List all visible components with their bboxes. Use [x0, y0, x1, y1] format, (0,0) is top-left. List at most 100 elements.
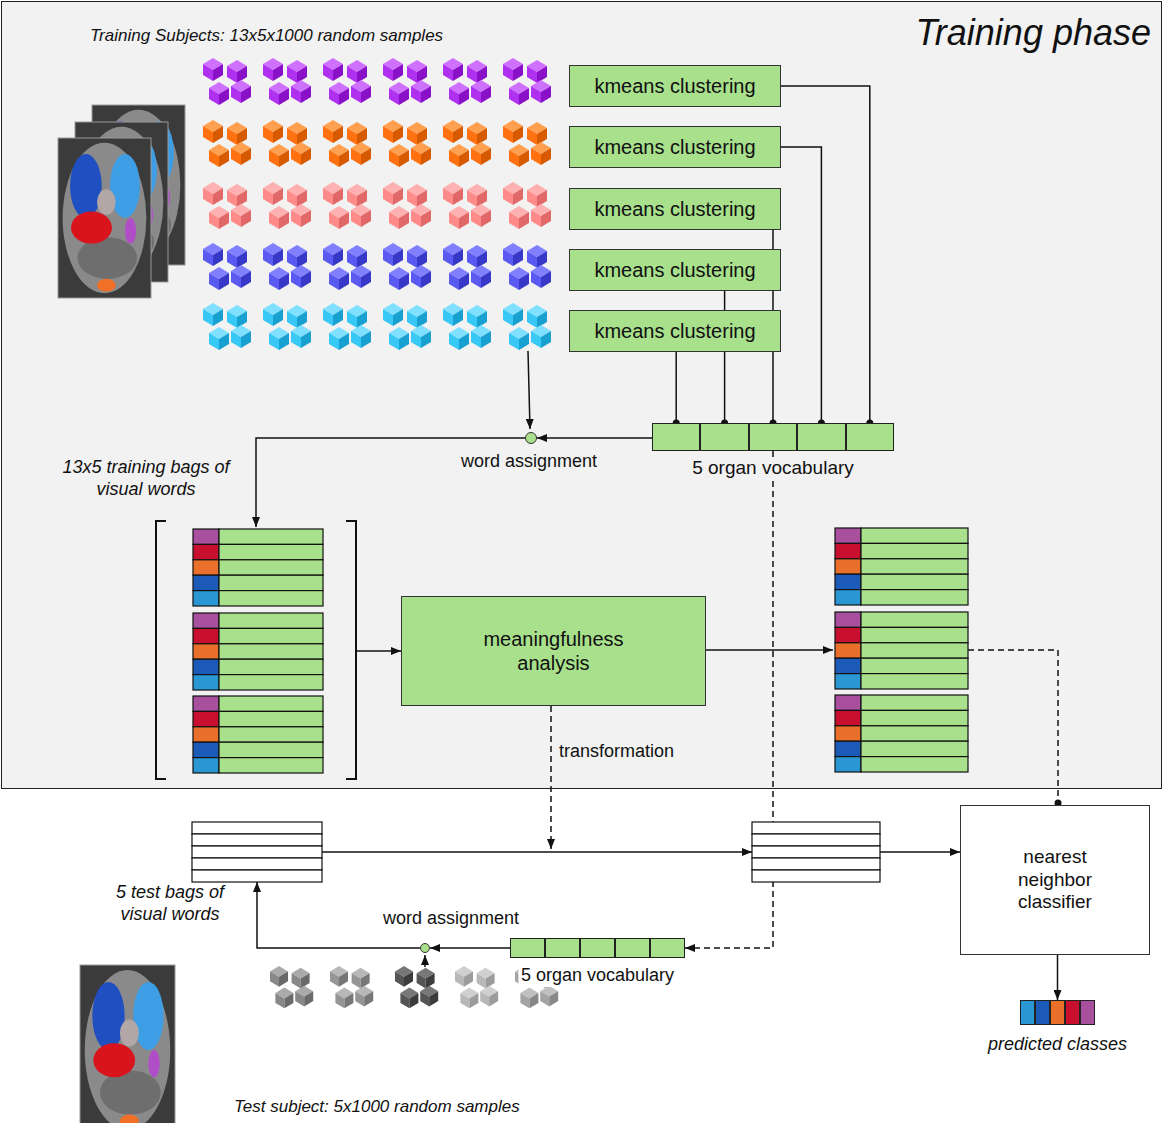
cube-face: [383, 188, 393, 205]
connector: [1057, 955, 1059, 1000]
vocabulary-cell: [1080, 1000, 1095, 1025]
sample-cube: [503, 182, 523, 205]
word-histogram-bar: [219, 591, 323, 606]
word-class-swatch: [193, 544, 219, 559]
cube-face: [213, 126, 223, 143]
cube-face: [291, 86, 301, 103]
sample-cube: [329, 144, 349, 167]
cube-face: [449, 212, 459, 229]
ct-spleen: [148, 1050, 159, 1077]
cube-face: [459, 273, 469, 290]
sample-arrow: [528, 351, 530, 429]
cube-face: [400, 993, 409, 1008]
cube-face: [503, 64, 513, 81]
cube-face: [393, 309, 403, 326]
sample-cube: [407, 60, 427, 83]
cube-face: [347, 251, 357, 268]
sample-cube: [231, 142, 251, 165]
cube-face: [449, 333, 459, 350]
cube-face: [330, 971, 339, 986]
sample-cube: [347, 60, 367, 83]
cube-face: [263, 188, 273, 205]
cube-face: [279, 971, 288, 986]
word-histogram-bar: [219, 529, 323, 544]
cube-face: [460, 993, 469, 1008]
cube-face: [549, 991, 558, 1006]
cube-face: [291, 210, 301, 227]
cube-face: [467, 66, 477, 83]
sample-cube: [449, 144, 469, 167]
cube-face: [344, 993, 353, 1008]
sample-cube: [411, 204, 431, 227]
cube-face: [219, 212, 229, 229]
cube-face: [531, 148, 541, 165]
cube-face: [237, 66, 247, 83]
cube-face: [351, 331, 361, 348]
cube-face: [459, 333, 469, 350]
cube-face: [459, 88, 469, 105]
cube-face: [389, 150, 399, 167]
ct-lung-right: [92, 982, 124, 1050]
bracket: [156, 521, 166, 779]
cube-face: [409, 993, 418, 1008]
cube-face: [219, 273, 229, 290]
cube-face: [519, 273, 529, 290]
bag-graphic: [156, 527, 356, 775]
word-histogram-bar: [861, 559, 968, 574]
cube-face: [513, 249, 523, 266]
word-histogram-bar: [219, 613, 323, 628]
word-histogram-bar: [752, 858, 880, 870]
sample-cube: [347, 184, 367, 207]
cube-face: [297, 66, 307, 83]
sample-cube: [335, 988, 353, 1009]
cube-face: [301, 973, 310, 988]
bracket: [346, 521, 356, 779]
word-histogram-bar: [861, 710, 968, 725]
word-histogram-bar: [752, 834, 880, 846]
cube-face: [209, 88, 219, 105]
cube-face: [453, 188, 463, 205]
sample-cube: [209, 267, 229, 290]
word-histogram-bar: [752, 870, 880, 882]
word-class-swatch: [193, 613, 219, 628]
cube-face: [287, 311, 297, 328]
cube-face: [459, 212, 469, 229]
sample-cube: [323, 120, 343, 143]
cube-face: [213, 64, 223, 81]
cube-face: [464, 971, 473, 986]
sample-cube: [389, 267, 409, 290]
sample-cube: [287, 305, 307, 328]
classifier-box: nearest neighbor classifier: [960, 805, 1150, 955]
cube-face: [399, 333, 409, 350]
cube-face: [284, 993, 293, 1008]
cube-face: [477, 251, 487, 268]
cube-face: [323, 309, 333, 326]
cube-face: [469, 993, 478, 1008]
cube-face: [503, 188, 513, 205]
cube-face: [231, 210, 241, 227]
cube-face: [339, 212, 349, 229]
ct-lung-right: [70, 154, 102, 218]
sample-cube: [383, 58, 403, 81]
sample-cube: [351, 142, 371, 165]
sample-cube: [227, 184, 247, 207]
word-class-swatch: [193, 628, 219, 643]
word-histogram-bar: [861, 574, 968, 589]
ct-lung-left: [133, 982, 163, 1050]
cube-face: [421, 331, 431, 348]
cube-face: [477, 190, 487, 207]
cube-face: [417, 311, 427, 328]
transformation-line: [550, 706, 552, 849]
cube-face: [421, 271, 431, 288]
connector: [675, 352, 677, 423]
cube-face: [361, 271, 371, 288]
word-histogram-bar: [219, 544, 323, 559]
sample-cube: [503, 58, 523, 81]
cube-face: [537, 311, 547, 328]
cube-face: [417, 66, 427, 83]
cube-face: [453, 249, 463, 266]
cube-face: [531, 210, 541, 227]
vocabulary-cell: [1065, 1000, 1080, 1025]
sample-cube: [295, 986, 313, 1007]
cube-face: [291, 271, 301, 288]
